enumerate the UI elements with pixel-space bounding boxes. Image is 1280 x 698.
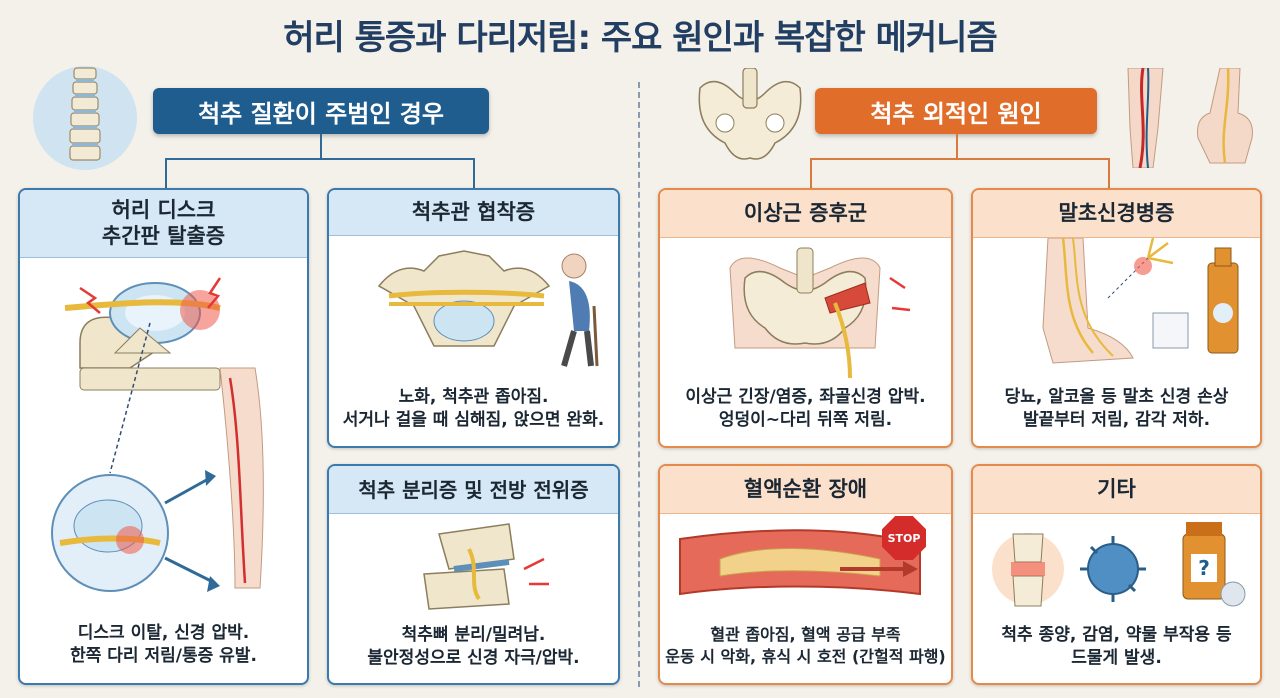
disc-herniation-card: 허리 디스크 추간판 탈출증 디스크 이탈, 신경 압박. [18, 188, 309, 685]
card-header: 혈액순환 장애 [660, 466, 951, 514]
svg-text:?: ? [1198, 556, 1210, 580]
stenosis-illustration [329, 236, 618, 376]
card-title: 척추 분리증 및 전방 전위증 [358, 477, 589, 502]
connector-line [320, 134, 322, 158]
card-title: 이상근 증후군 [743, 200, 868, 225]
other-illustration: ? [973, 514, 1260, 614]
card-title: 기타 [1097, 476, 1136, 501]
caption-line: 혈관 좁아짐, 혈액 공급 부족 [710, 625, 901, 644]
caption-line: 엉덩이~다리 뒤쪽 저림. [718, 409, 893, 430]
disc-illustration [20, 258, 307, 618]
connector-line [165, 158, 475, 188]
caption-line: 당뇨, 알코올 등 말초 신경 손상 [1004, 387, 1229, 407]
card-caption: 당뇨, 알코올 등 말초 신경 손상 발끝부터 저림, 감각 저하. [973, 386, 1260, 432]
connector-line [810, 158, 1110, 188]
card-caption: 이상근 긴장/염증, 좌골신경 압박. 엉덩이~다리 뒤쪽 저림. [660, 386, 951, 432]
pelvis-icon [690, 68, 810, 168]
spondylolysis-illustration [329, 514, 618, 614]
card-header: 말초신경병증 [973, 190, 1260, 238]
piriformis-card: 이상근 증후군 이상근 긴장/염증, 좌골신경 압박. 엉덩이~다리 뒤쪽 저림… [658, 188, 953, 448]
card-caption: 디스크 이탈, 신경 압박. 한쪽 다리 저림/통증 유발. [20, 622, 307, 668]
card-header: 이상근 증후군 [660, 190, 951, 238]
page-title: 허리 통증과 다리저림: 주요 원인과 복잡한 메커니즘 [283, 18, 998, 58]
card-caption: 노화, 척추관 좁아짐. 서거나 걸을 때 심해짐, 앉으면 완화. [329, 386, 618, 432]
caption-line: 운동 시 악화, 휴식 시 호전 (간헐적 파행) [665, 646, 946, 666]
card-header: 기타 [973, 466, 1260, 514]
spine-icon [30, 60, 140, 175]
caption-line: 서거나 걸을 때 심해짐, 앉으면 완화. [342, 409, 605, 430]
caption-line: 척추뼈 분리/밀려남. [401, 625, 546, 645]
card-caption: 척추 종양, 감염, 약물 부작용 등 드물게 발생. [973, 624, 1260, 670]
section-divider [638, 82, 640, 687]
piriformis-illustration [660, 238, 951, 378]
card-title: 혈액순환 장애 [743, 476, 868, 501]
card-header: 척추 분리증 및 전방 전위증 [329, 466, 618, 514]
other-causes-card: 기타 ? 척추 종양, 감염, 약물 부작용 등 드물게 발생. [971, 464, 1262, 685]
extra-spinal-section-header: 척추 외적인 원인 [815, 88, 1097, 134]
card-header: 허리 디스크 추간판 탈출증 [20, 190, 307, 258]
card-title: 척추관 협착증 [411, 199, 536, 224]
spinal-stenosis-card: 척추관 협착증 노화, 척추관 좁아짐. 서거나 걸을 때 심해짐, 앉으면 완… [327, 188, 620, 448]
circulation-card: 혈액순환 장애 STOP 혈관 좁아짐, 혈액 공급 부족 운동 시 악화, 휴… [658, 464, 953, 685]
caption-line: 디스크 이탈, 신경 압박. [77, 623, 250, 643]
card-caption: 혈관 좁아짐, 혈액 공급 부족 운동 시 악화, 휴식 시 호전 (간헐적 파… [660, 624, 951, 667]
neuropathy-illustration [973, 238, 1260, 378]
caption-line: 노화, 척추관 좁아짐. [398, 387, 549, 407]
hand-nerve-icon [1190, 68, 1260, 168]
card-caption: 척추뼈 분리/밀려남. 불안정성으로 신경 자극/압박. [329, 624, 618, 670]
connector-line [956, 134, 958, 158]
caption-line: 척추 종양, 감염, 약물 부작용 등 [1001, 625, 1232, 645]
card-title: 말초신경병증 [1058, 200, 1175, 225]
circulation-illustration: STOP [660, 514, 951, 614]
spondylolysis-card: 척추 분리증 및 전방 전위증 척추뼈 분리/밀려남. 불안정성으로 신경 자극… [327, 464, 620, 685]
card-subtitle: 추간판 탈출증 [101, 223, 226, 248]
card-title: 허리 디스크 [111, 198, 216, 223]
caption-line: 한쪽 다리 저림/통증 유발. [70, 645, 257, 666]
card-header: 척추관 협착증 [329, 190, 618, 236]
leg-vessel-icon [1118, 68, 1178, 168]
spinal-section-header: 척추 질환이 주범인 경우 [153, 88, 489, 134]
stop-sign-label: STOP [887, 531, 921, 545]
caption-line: 이상근 긴장/염증, 좌골신경 압박. [685, 387, 926, 407]
caption-line: 발끝부터 저림, 감각 저하. [1022, 409, 1211, 430]
neuropathy-card: 말초신경병증 당뇨, 알코올 등 말초 신경 손상 발끝부터 저림, 감각 저하… [971, 188, 1262, 448]
caption-line: 드물게 발생. [1071, 647, 1162, 668]
stop-sign-icon: STOP [882, 516, 926, 560]
caption-line: 불안정성으로 신경 자극/압박. [367, 647, 580, 668]
